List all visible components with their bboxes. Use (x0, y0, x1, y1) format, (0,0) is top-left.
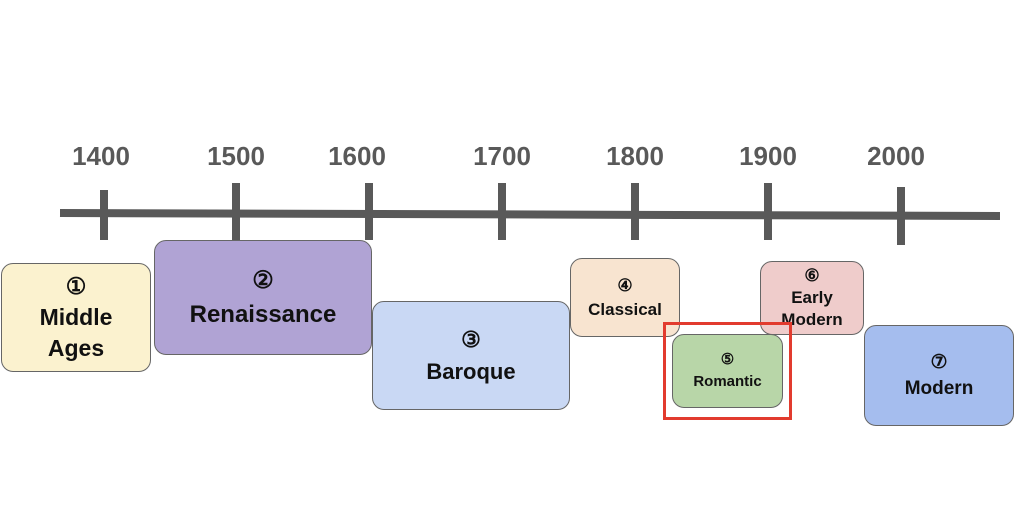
period-number: ⑦ (930, 351, 948, 373)
period-number: ⑥ (804, 266, 820, 285)
year-label-1500: 1500 (207, 141, 265, 171)
period-box-romantic: ⑤ Romantic (672, 334, 783, 408)
period-box-middle-ages: ① Middle Ages (1, 263, 151, 372)
period-name: Modern (904, 377, 974, 399)
period-name: Renaissance (189, 300, 337, 328)
period-number: ④ (617, 275, 633, 295)
period-box-renaissance: ② Renaissance (154, 240, 372, 355)
year-label-1400: 1400 (72, 141, 130, 171)
period-name: Baroque (426, 358, 516, 384)
period-number: ③ (461, 326, 481, 352)
year-label-1800: 1800 (606, 141, 664, 171)
year-label-1900: 1900 (739, 141, 797, 171)
period-box-classical: ④ Classical (570, 258, 680, 337)
year-label-1700: 1700 (473, 141, 531, 171)
period-name: Middle Ages (39, 304, 113, 361)
year-label-2000: 2000 (867, 141, 925, 171)
period-box-early-modern: ⑥ Early Modern (760, 261, 864, 335)
period-box-modern: ⑦ Modern (864, 325, 1014, 426)
period-name: Early Modern (781, 288, 843, 329)
period-name: Classical (588, 299, 662, 319)
period-name: Romantic (693, 373, 762, 390)
period-number: ① (65, 273, 87, 299)
year-label-1600: 1600 (328, 141, 386, 171)
period-number: ⑤ (720, 351, 735, 368)
timeline-line (59, 209, 1001, 220)
period-box-baroque: ③ Baroque (372, 301, 570, 410)
period-number: ② (252, 266, 274, 294)
